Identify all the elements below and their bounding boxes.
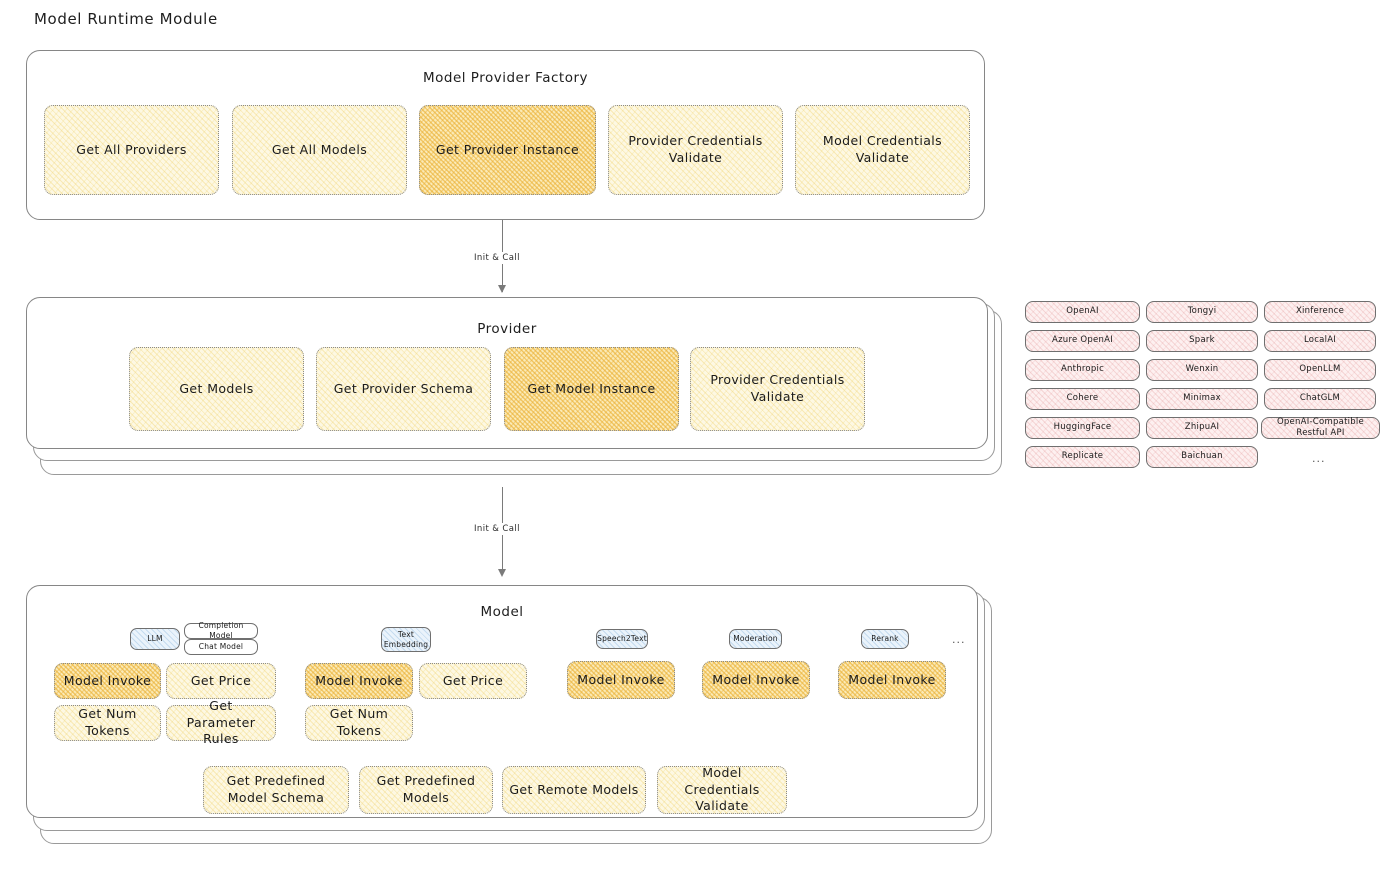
provider-chip-replicate[interactable]: Replicate — [1025, 446, 1140, 468]
node-model-credentials-validate-2[interactable]: Model Credentials Validate — [657, 765, 787, 814]
node-llm-get-price[interactable]: Get Price — [166, 663, 276, 699]
provider-chip-xinference[interactable]: Xinference — [1264, 301, 1376, 323]
model-type-badge-rerank[interactable]: Rerank — [861, 629, 909, 649]
provider-chip-minimax[interactable]: Minimax — [1146, 388, 1258, 410]
node-get-remote-models[interactable]: Get Remote Models — [502, 766, 646, 814]
provider-chip-wenxin[interactable]: Wenxin — [1146, 359, 1258, 381]
node-get-all-providers[interactable]: Get All Providers — [44, 105, 219, 195]
provider-chip-tongyi[interactable]: Tongyi — [1146, 301, 1258, 323]
model-type-badge-text-embedding[interactable]: Text Embedding — [381, 627, 431, 652]
node-embedding-model-invoke[interactable]: Model Invoke — [305, 663, 413, 699]
node-provider-credentials-validate-2[interactable]: Provider Credentials Validate — [690, 347, 865, 431]
provider-chip-spark[interactable]: Spark — [1146, 330, 1258, 352]
model-provider-factory-title: Model Provider Factory — [422, 70, 588, 86]
provider-chip-huggingface[interactable]: HuggingFace — [1025, 417, 1140, 439]
node-llm-get-num-tokens[interactable]: Get Num Tokens — [54, 705, 161, 741]
node-llm-model-invoke[interactable]: Model Invoke — [54, 663, 161, 699]
provider-chip-zhipuai[interactable]: ZhipuAI — [1146, 417, 1258, 439]
model-type-badge-llm[interactable]: LLM — [130, 628, 180, 650]
page-title: Model Runtime Module — [34, 10, 218, 28]
provider-chip-chatglm[interactable]: ChatGLM — [1264, 388, 1376, 410]
node-get-model-instance[interactable]: Get Model Instance — [504, 347, 679, 431]
node-get-provider-schema[interactable]: Get Provider Schema — [316, 347, 491, 431]
node-rerank-model-invoke[interactable]: Model Invoke — [838, 661, 946, 699]
node-model-credentials-validate[interactable]: Model Credentials Validate — [795, 105, 970, 195]
model-type-badge-speech2text[interactable]: Speech2Text — [596, 629, 648, 649]
provider-chip-anthropic[interactable]: Anthropic — [1025, 359, 1140, 381]
node-provider-credentials-validate[interactable]: Provider Credentials Validate — [608, 105, 783, 195]
model-type-badge-moderation[interactable]: Moderation — [729, 629, 782, 649]
model-type-ellipsis: ... — [952, 633, 966, 646]
arrow-factory-to-provider-head — [498, 285, 506, 293]
arrow-provider-to-model-head — [498, 569, 506, 577]
node-embedding-get-num-tokens[interactable]: Get Num Tokens — [305, 705, 413, 741]
arrow-factory-to-provider-label: Init & Call — [470, 252, 524, 264]
provider-chip-localai[interactable]: LocalAI — [1264, 330, 1376, 352]
provider-chip-openai-compatible-restful-api[interactable]: OpenAI-Compatible Restful API — [1261, 417, 1380, 439]
provider-title: Provider — [477, 321, 537, 337]
node-llm-get-parameter-rules[interactable]: Get Parameter Rules — [166, 698, 276, 746]
node-get-models[interactable]: Get Models — [129, 347, 304, 431]
node-moderation-model-invoke[interactable]: Model Invoke — [702, 661, 810, 699]
model-title: Model — [480, 604, 524, 620]
provider-chip-azure-openai[interactable]: Azure OpenAI — [1025, 330, 1140, 352]
node-get-all-models[interactable]: Get All Models — [232, 105, 407, 195]
arrow-provider-to-model-label: Init & Call — [470, 523, 524, 535]
provider-list-ellipsis: ... — [1312, 452, 1326, 465]
provider-chip-cohere[interactable]: Cohere — [1025, 388, 1140, 410]
provider-chip-openllm[interactable]: OpenLLM — [1264, 359, 1376, 381]
node-get-predefined-models[interactable]: Get Predefined Models — [359, 766, 493, 814]
provider-chip-openai[interactable]: OpenAI — [1025, 301, 1140, 323]
node-get-provider-instance[interactable]: Get Provider Instance — [419, 105, 596, 195]
node-speech2text-model-invoke[interactable]: Model Invoke — [567, 661, 675, 699]
node-get-predefined-model-schema[interactable]: Get Predefined Model Schema — [203, 766, 349, 814]
model-type-badge-completion-model[interactable]: Completion Model — [184, 621, 258, 640]
model-type-badge-chat-model[interactable]: Chat Model — [184, 639, 258, 655]
node-embedding-get-price[interactable]: Get Price — [419, 663, 527, 699]
provider-chip-baichuan[interactable]: Baichuan — [1146, 446, 1258, 468]
